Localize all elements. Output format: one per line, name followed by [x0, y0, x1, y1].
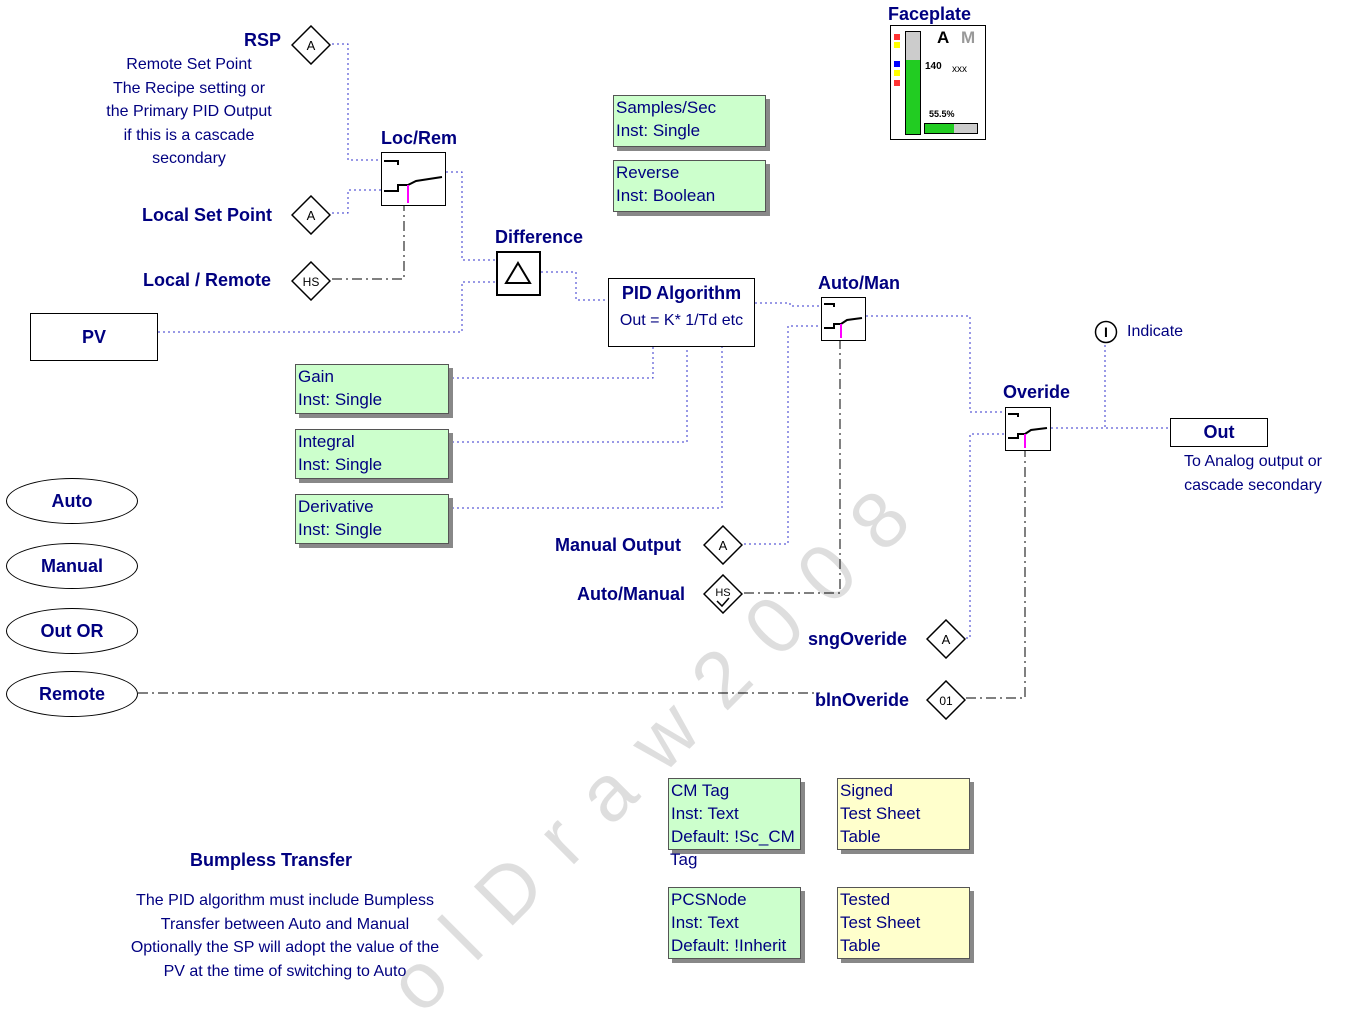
faceplate-unit: xxx [952, 64, 967, 75]
out-box[interactable]: Out [1170, 418, 1268, 447]
rsp-description: Remote Set Point The Recipe setting or t… [106, 56, 272, 167]
wire-auto-manual [744, 341, 841, 594]
bln-overide-digital-icon[interactable]: 01 [926, 680, 966, 720]
local-remote-label: Local / Remote [143, 270, 272, 290]
local-sp-analog-icon[interactable]: A [291, 195, 331, 235]
output-bar-fill [925, 124, 954, 133]
difference-block[interactable] [496, 251, 541, 296]
sp-marker [894, 61, 900, 67]
wire-sngoveride [966, 433, 1005, 639]
pid-algorithm-block[interactable]: PID Algorithm Out = K* 1/Td etc [608, 278, 755, 347]
pid-formula: Out = K* 1/Td etc [619, 312, 744, 329]
alarm-marker-yellow [894, 42, 900, 48]
manual-output-analog-icon[interactable]: A [703, 525, 743, 565]
faceplate-mode-m: M [961, 28, 976, 47]
local-remote-hs-icon[interactable]: HS [291, 261, 331, 301]
local-set-point-label: Local Set Point [142, 205, 273, 225]
alarm-marker-low [894, 80, 900, 86]
loc-rem-label: Loc/Rem [381, 128, 458, 148]
mode-auto-button[interactable]: Auto [6, 478, 138, 524]
pv-bar [905, 31, 921, 135]
pv-label: PV [81, 326, 106, 347]
auto-manual-label: Auto/Manual [577, 584, 685, 604]
switch-icon [824, 303, 863, 338]
output-bar [924, 123, 978, 134]
bumpless-description: The PID algorithm must include Bumpless … [130, 892, 440, 980]
out-label: Out [1203, 422, 1235, 442]
switch-icon [384, 160, 443, 203]
bumpless-title: Bumpless Transfer [190, 850, 353, 870]
auto-man-switch[interactable] [821, 297, 866, 341]
overide-label: Overide [1003, 382, 1071, 402]
svg-text:01: 01 [939, 694, 953, 708]
wire-pv [158, 281, 496, 333]
alarm-marker-high [894, 34, 900, 40]
indicate-label: Indicate [1127, 323, 1184, 340]
faceplate-mode-a: A [937, 28, 950, 47]
out-description: To Analog output or cascade secondary [1184, 453, 1322, 494]
wire-blnoveride [966, 451, 1026, 699]
svg-text:I: I [1104, 324, 1108, 340]
wire-diff-pid [541, 271, 608, 301]
difference-label: Difference [495, 227, 584, 247]
svg-text:HS: HS [303, 275, 320, 289]
wire-gain [452, 347, 654, 379]
wire-local-remote [332, 206, 405, 280]
delta-icon [504, 261, 532, 284]
faceplate-title: Faceplate [888, 4, 972, 24]
wire-locrem-diff [446, 171, 496, 261]
faceplate-value: 140 [925, 61, 942, 72]
svg-text:A: A [307, 208, 316, 223]
mode-remote-button[interactable]: Remote [6, 671, 138, 717]
svg-text:HS: HS [715, 587, 730, 599]
auto-man-label: Auto/Man [818, 273, 900, 293]
indicate-icon[interactable]: I [1094, 320, 1118, 344]
bln-overide-label: blnOveride [815, 690, 910, 710]
svg-text:A: A [719, 538, 728, 553]
overide-switch[interactable] [1005, 407, 1051, 451]
wire-pid-automan [755, 302, 822, 307]
wire-local-sp [332, 189, 382, 214]
connection-wires [138, 43, 1170, 699]
mode-manual-button[interactable]: Manual [6, 543, 138, 589]
manual-output-label: Manual Output [555, 535, 681, 555]
wire-manual-output [744, 325, 822, 545]
faceplate-output-pct: 55.5% [929, 109, 955, 119]
pv-box[interactable]: PV [30, 313, 158, 361]
wire-derivative [452, 347, 723, 509]
mode-out-or-button[interactable]: Out OR [6, 608, 138, 654]
cm-tag-overflow-text: Tag [670, 850, 698, 869]
pv-bar-fill [906, 60, 920, 134]
svg-text:A: A [942, 632, 951, 647]
wire-automan-overide [866, 315, 1005, 413]
loc-rem-switch[interactable] [381, 152, 446, 206]
alarm-marker-yellow-low [894, 70, 900, 76]
pid-title: PID Algorithm [621, 283, 742, 303]
faceplate-panel[interactable]: A M 140 xxx 55.5% [890, 25, 986, 140]
sng-overide-label: sngOveride [808, 629, 908, 649]
auto-manual-hs-icon[interactable]: HS [703, 574, 743, 614]
switch-icon [1008, 413, 1048, 448]
wire-rsp [332, 43, 382, 161]
sng-overide-analog-icon[interactable]: A [926, 619, 966, 659]
rsp-label: RSP [244, 30, 282, 50]
rsp-analog-icon[interactable]: A [291, 25, 331, 65]
svg-text:A: A [307, 38, 316, 53]
wire-integral [452, 347, 688, 443]
